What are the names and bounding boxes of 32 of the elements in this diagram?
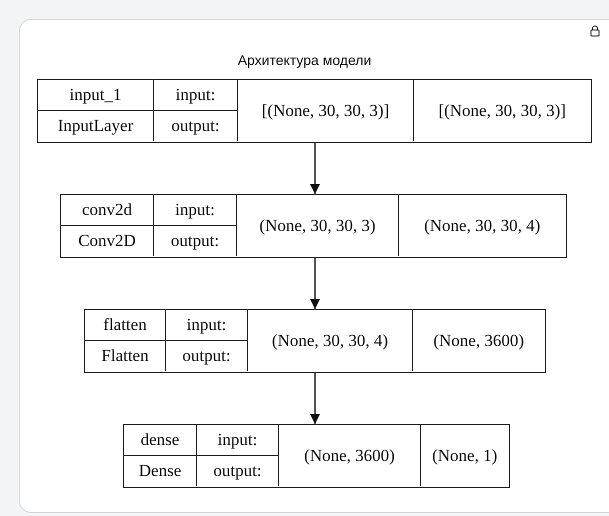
layer-type: Conv2D — [61, 226, 154, 256]
shape-value: (None, 30, 30, 4) — [248, 310, 413, 372]
diagram-title: Архитектура модели — [236, 52, 372, 68]
port-label: output: — [197, 456, 279, 486]
layer-name: input_1 — [38, 80, 154, 111]
port-label: input: — [197, 425, 279, 456]
layer-table — [84, 309, 546, 373]
shape-value: [(None, 30, 30, 3)] — [437, 100, 567, 122]
layer-table — [123, 424, 510, 488]
layer-table — [37, 79, 592, 143]
port-label: input: — [154, 80, 238, 111]
layer-name: conv2d — [61, 195, 154, 226]
layer-name: flatten — [85, 310, 166, 341]
arrow — [310, 373, 320, 424]
shape-value: (None, 1) — [431, 444, 498, 467]
port-label: input: — [166, 310, 248, 341]
layer-name: dense — [124, 425, 197, 456]
arrow — [310, 258, 320, 309]
layer-type: Flatten — [85, 340, 166, 372]
port-label: output: — [166, 340, 248, 372]
port-label: output: — [154, 110, 238, 142]
shape-value: (None, 3600) — [279, 425, 421, 486]
port-label: output: — [154, 226, 237, 256]
layer-type: Dense — [124, 456, 197, 486]
layer-table — [60, 194, 567, 258]
shape-value: (None, 30, 30, 3) — [237, 195, 399, 256]
shape-value: (None, 30, 30, 4) — [423, 214, 542, 237]
shape-value: (None, 3600) — [432, 330, 526, 352]
port-label: input: — [154, 195, 237, 226]
arrow — [310, 143, 320, 194]
shape-value: [(None, 30, 30, 3)] — [238, 80, 414, 142]
layer-type: InputLayer — [38, 110, 154, 142]
